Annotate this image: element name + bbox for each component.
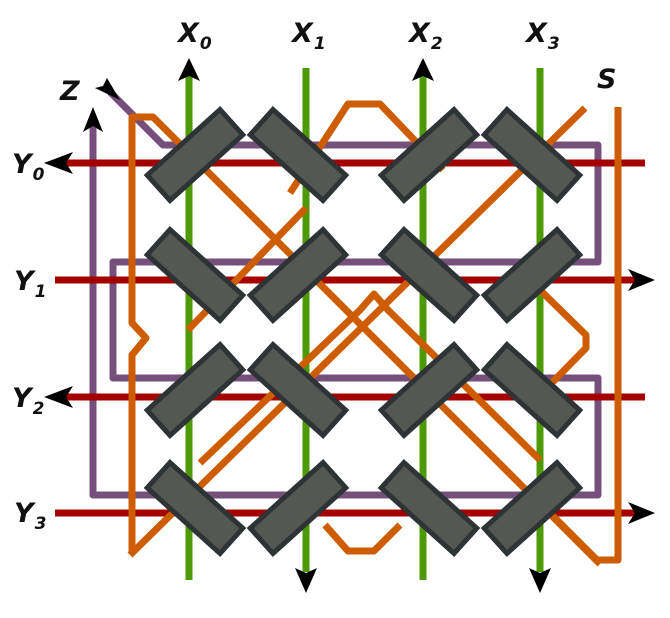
x2-up-arrow-icon [412, 58, 434, 81]
mirror-2-1 [246, 341, 350, 439]
arrowheads [44, 58, 655, 593]
mirror-1-0 [143, 226, 247, 324]
mirror-3-1 [246, 459, 350, 557]
label-s: S [597, 64, 617, 95]
mirror-1-3 [480, 226, 584, 324]
label-x1: X1 [292, 18, 326, 54]
label-z: Z [60, 76, 80, 107]
y0-left-arrow-icon [44, 152, 73, 174]
mirrors [143, 106, 584, 557]
mirror-1-1 [246, 226, 350, 324]
mirror-1-2 [377, 226, 481, 324]
mirror-2-0 [143, 341, 247, 439]
x1-down-arrow-icon [295, 568, 317, 593]
z-path [89, 89, 602, 499]
y3-right-arrow-icon [628, 502, 655, 524]
x3-down-arrow-icon [529, 568, 551, 593]
label-y1: Y1 [14, 266, 47, 302]
mirror-0-3 [480, 106, 584, 204]
mirror-2-2 [377, 341, 481, 439]
label-y2: Y2 [12, 383, 45, 419]
mirror-2-3 [480, 341, 584, 439]
mirror-3-3 [480, 459, 584, 557]
label-y3: Y3 [14, 498, 47, 534]
label-x2: X2 [409, 18, 443, 54]
mirror-0-0 [143, 106, 247, 204]
label-x0: X0 [178, 18, 212, 54]
z-input-arrow-icon [95, 78, 120, 100]
mirror-0-2 [377, 106, 481, 204]
y2-left-arrow-icon [44, 386, 73, 408]
mirror-3-0 [143, 459, 247, 557]
label-x3: X3 [526, 18, 560, 54]
y1-right-arrow-icon [628, 269, 655, 291]
mirror-3-2 [377, 459, 481, 557]
label-y0: Y0 [12, 149, 45, 185]
x0-up-arrow-icon [178, 58, 200, 81]
z-up-arrow-icon [83, 107, 103, 132]
mirror-0-1 [246, 106, 350, 204]
